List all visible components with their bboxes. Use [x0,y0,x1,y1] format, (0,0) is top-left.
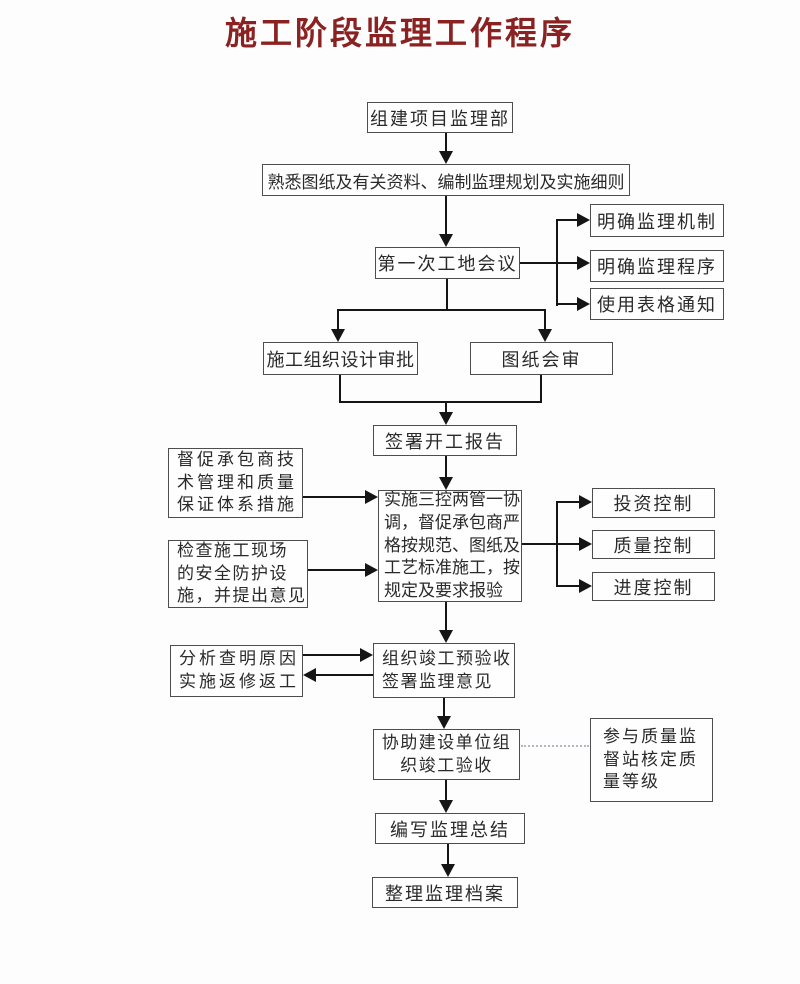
node-use-forms-notice: 使用表格通知 [590,288,724,320]
arrowhead-down-icon [439,412,453,425]
line-supervise-implement [303,496,366,498]
arrowhead-down-icon [441,864,455,877]
arrowhead-right-icon [579,495,592,509]
node-drawing-review: 图纸会审 [470,342,613,375]
arrowhead-down-icon [439,630,453,643]
node-inspect-site-safety: 检查施工现场 的安全防护设 施，并提出意见 [168,540,308,608]
line-to-investment [556,501,579,503]
node-pre-acceptance: 组织竣工预验收 签署监理意见 [373,643,515,698]
node-investment-control: 投资控制 [592,488,715,518]
arrowhead-down-icon [439,234,453,247]
node-quality-grade: 参与质量监 督站核定质 量等级 [590,718,713,802]
arrowhead-down-icon [439,151,453,164]
line-familiarize-meeting [445,196,447,235]
arrowhead-right-icon [577,256,590,270]
line-meeting-right-stub [520,262,558,264]
line-merge-down [445,401,447,413]
node-first-site-meeting: 第一次工地会议 [375,247,520,279]
node-write-summary: 编写监理总结 [375,813,525,844]
arrowhead-left-icon [303,668,316,682]
line-to-quality [556,543,579,545]
line-merge-horizontal [339,401,542,403]
line-meeting-split [446,279,448,311]
line-analyze-to-preacceptance [303,654,361,656]
arrowhead-right-icon [365,563,378,577]
line-split-right [544,309,546,329]
arrowhead-right-icon [577,297,590,311]
line-dotted-quality-grade [521,745,589,747]
page-title: 施工阶段监理工作程序 [224,15,575,51]
line-implement-preacceptance [445,602,447,631]
arrowhead-right-icon [577,213,590,227]
line-to-procedure [556,262,578,264]
arrowhead-right-icon [579,579,592,593]
line-summary-archive [447,844,449,865]
line-to-progress [556,585,579,587]
line-report-implement [445,456,447,478]
line-implement-right-stub [522,543,558,545]
arrowhead-down-icon [439,800,453,813]
node-assist-acceptance: 协助建设单位组 织竣工验收 [373,729,520,780]
node-clarify-procedure: 明确监理程序 [590,250,724,282]
arrowhead-down-icon [538,329,552,342]
node-setup-supervision-dept: 组建项目监理部 [367,102,513,133]
node-implement-controls: 实施三控两管一协 调，督促承包商严 格按规范、图纸及 工艺标准施工，按 规定及要… [378,490,522,602]
arrowhead-right-icon [365,490,378,504]
node-clarify-mechanism: 明确监理机制 [590,204,724,237]
line-split-horizontal [338,309,546,311]
node-analyze-rework: 分析查明原因 实施返修返工 [170,645,303,697]
node-quality-control: 质量控制 [592,530,715,559]
arrowhead-down-icon [437,716,451,729]
node-sign-start-report: 签署开工报告 [373,425,517,456]
arrowhead-right-icon [360,648,373,662]
node-familiarize-drawings: 熟悉图纸及有关资料、编制监理规划及实施细则 [262,164,630,196]
line-setup-familiarize [445,133,447,152]
node-archive: 整理监理档案 [372,877,518,908]
node-progress-control: 进度控制 [592,572,715,601]
arrowhead-right-icon [579,537,592,551]
line-to-mechanism [556,219,578,221]
line-merge-left [339,375,341,403]
line-to-forms [556,303,578,305]
arrowhead-down-icon [439,477,453,490]
line-preacceptance-to-analyze [316,674,373,676]
line-assist-summary [445,780,447,801]
node-supervise-contractor: 督促承包商技 术管理和质量 保证体系措施 [168,448,303,518]
line-merge-right [540,375,542,403]
line-inspect-implement [308,569,366,571]
line-split-left [337,309,339,329]
line-preacceptance-assist [443,698,445,717]
node-org-design-approval: 施工组织设计审批 [263,342,418,375]
arrowhead-down-icon [331,329,345,342]
